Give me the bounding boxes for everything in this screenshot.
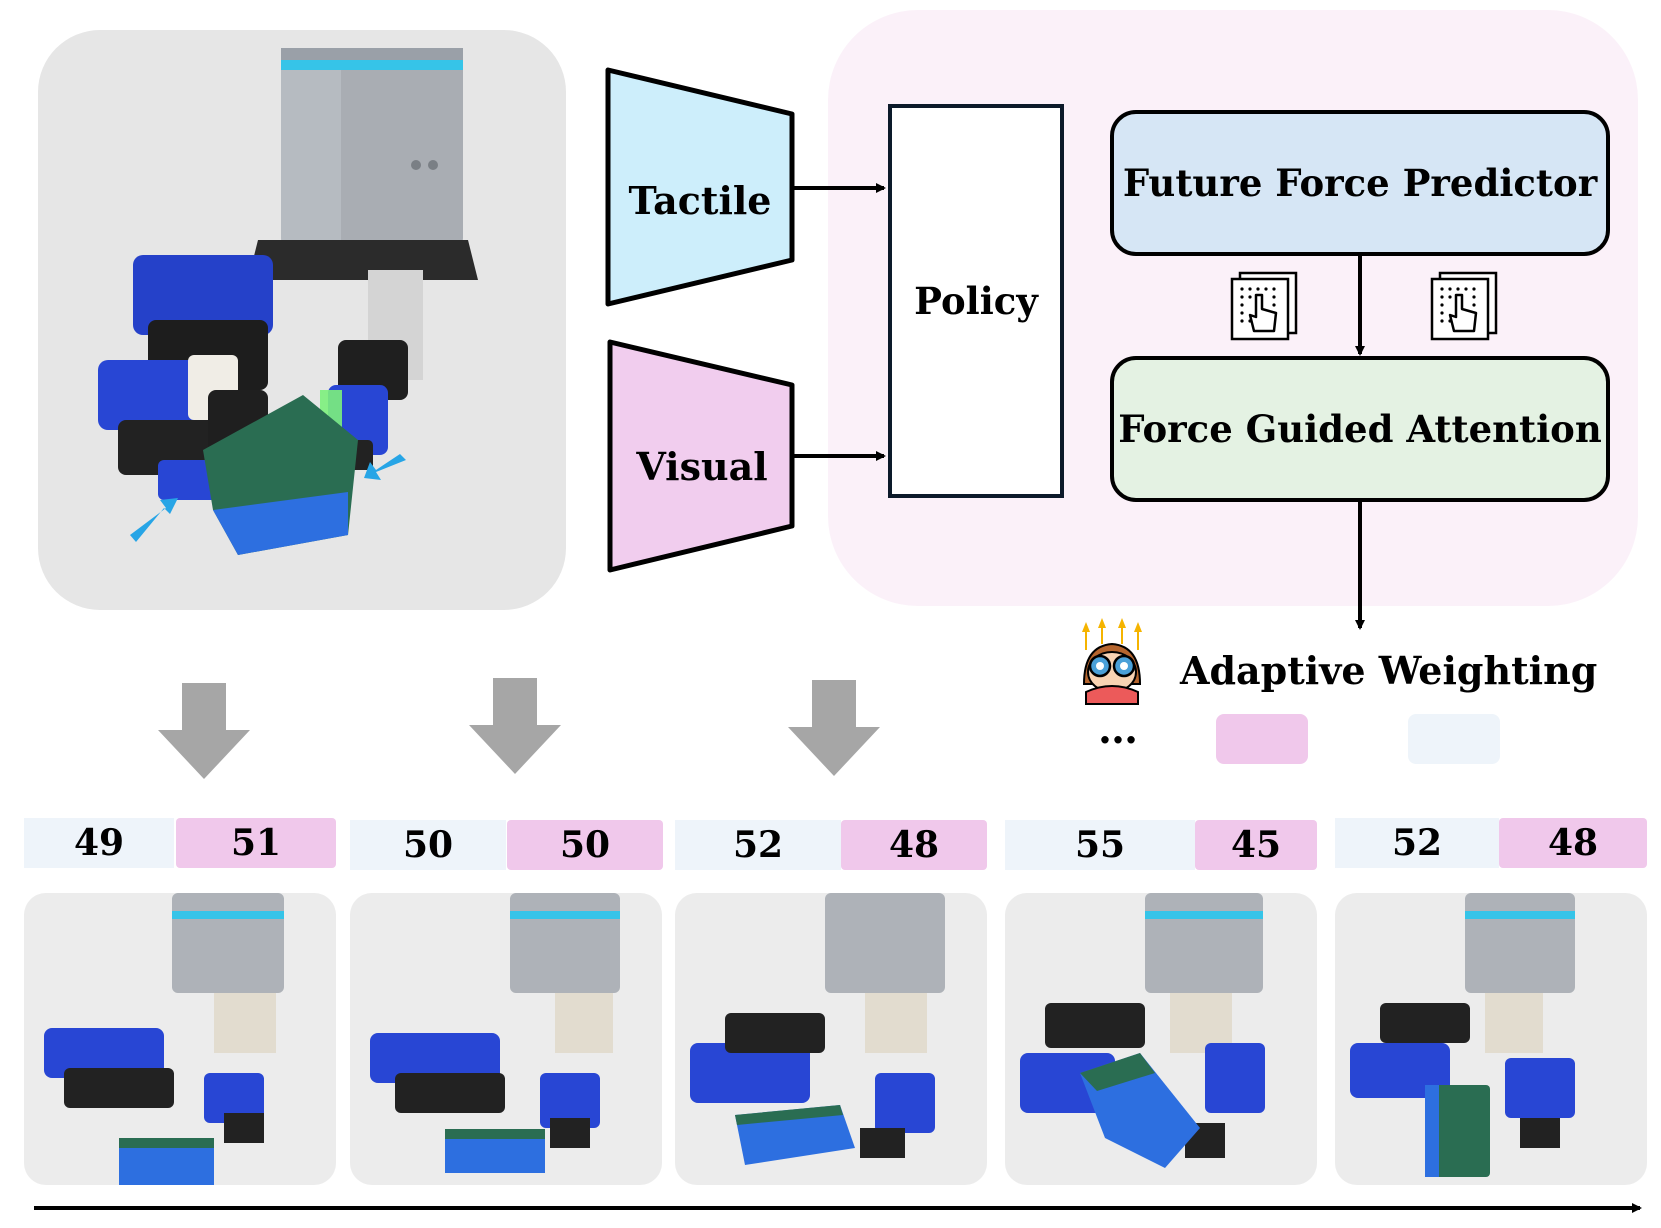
sequence-photo-1 [24, 893, 336, 1185]
force-guided-attention-label: Force Guided Attention [1118, 407, 1602, 451]
sequence-photo-4 [1005, 893, 1317, 1185]
tactile-encoder-label: Tactile [628, 177, 772, 223]
tactile-weight: 50 [350, 820, 506, 870]
visual-weight: 50 [507, 820, 663, 870]
down-arrow [158, 683, 250, 779]
tactile-weight-swatch [1408, 714, 1500, 764]
tactile-encoder-shape [605, 67, 795, 307]
visual-weight: 48 [841, 820, 987, 870]
force-guided-attention-box: Force Guided Attention [1110, 356, 1610, 502]
tactile-weight: 55 [1005, 820, 1195, 870]
tactile-weight: 52 [675, 820, 841, 870]
weight-strip-4: 55 45 [1005, 820, 1317, 870]
visual-encoder-shape [607, 339, 795, 573]
weight-strip-3: 52 48 [675, 820, 987, 870]
down-arrow [788, 680, 880, 776]
down-arrow [469, 678, 561, 774]
visual-weight-swatch [1216, 714, 1308, 764]
sequence-photo-5 [1335, 893, 1647, 1185]
tactile-weight: 49 [24, 818, 174, 868]
tactile-sensor-icon [1230, 271, 1298, 341]
visual-weight: 45 [1195, 820, 1317, 870]
future-force-predictor-label: Future Force Predictor [1122, 161, 1598, 205]
visual-weight: 48 [1499, 818, 1647, 868]
tactile-weight: 52 [1335, 818, 1499, 868]
future-force-predictor-box: Future Force Predictor [1110, 110, 1610, 256]
adaptive-weighting-label: Adaptive Weighting [1180, 648, 1598, 693]
policy-label: Policy [914, 279, 1038, 323]
weight-strip-2: 50 50 [350, 820, 663, 870]
sequence-photo-3 [675, 893, 987, 1185]
weighting-ellipsis: … [1098, 706, 1138, 753]
weight-strip-1: 49 51 [24, 818, 336, 868]
robot-hand-photo [38, 30, 566, 610]
observer-character-icon [1082, 618, 1142, 705]
weight-strip-5: 52 48 [1335, 818, 1647, 868]
visual-encoder-label: Visual [636, 443, 768, 489]
tactile-sensor-icon [1430, 271, 1498, 341]
policy-box: Policy [888, 104, 1064, 498]
visual-weight: 51 [176, 818, 336, 868]
sequence-photo-2 [350, 893, 662, 1185]
